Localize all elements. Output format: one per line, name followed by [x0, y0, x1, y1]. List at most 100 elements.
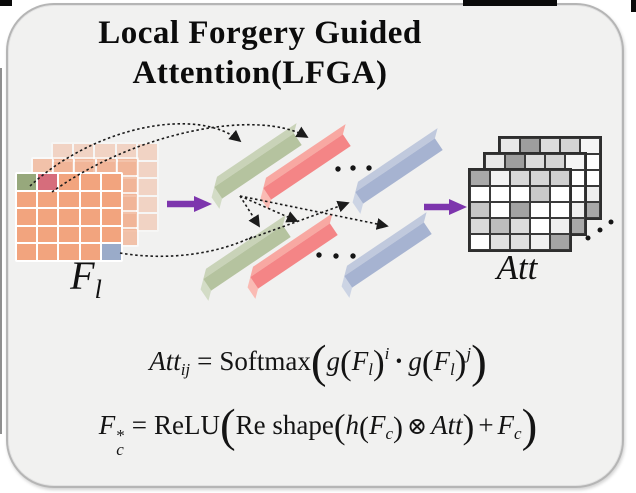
title-line-1: Local Forgery Guided: [98, 15, 422, 51]
feature-cell: [80, 244, 100, 260]
feature-cell: [53, 144, 73, 160]
eq1-open-paren: (: [310, 336, 327, 389]
attention-cell: [565, 154, 585, 170]
eq1-sub-ij: ij: [180, 360, 191, 379]
eq2-paren: ): [462, 407, 475, 447]
eq2-close-paren: ): [521, 400, 538, 453]
eq1-sup-i: i: [384, 344, 390, 363]
vector-bar-green-top: [211, 123, 302, 209]
relation-arrows: [29, 123, 389, 258]
attention-cell: [530, 186, 550, 202]
feature-cell: [80, 191, 100, 208]
ellipsis-dots-bottom: [316, 252, 356, 259]
attention-cell: [490, 218, 510, 234]
flow-arrow-bars-to-att: [424, 199, 467, 215]
eq2-sub-c: c: [116, 440, 124, 459]
eq2-otimes: ⊗: [407, 414, 428, 440]
eq1-g1: g: [326, 346, 341, 376]
eq1-F2: F: [433, 346, 451, 376]
feature-cell: [38, 244, 58, 260]
arrow-fan-2: [239, 195, 299, 223]
eq1-paren: (: [340, 343, 352, 383]
eq2-sub-c3: c: [514, 424, 522, 443]
vector-bar-blue-top: [352, 128, 443, 214]
eq1-att: Att: [149, 346, 181, 376]
eq1-g2: g: [408, 346, 422, 376]
attention-cell: [490, 186, 510, 202]
attention-cell: [490, 234, 510, 250]
vector-bar-red-bottom: [247, 213, 338, 299]
feature-cell: [137, 214, 157, 230]
eq2-relu: ReLU: [153, 410, 220, 440]
feature-cell: [17, 244, 37, 260]
fl-label-symbol: F: [70, 253, 95, 298]
eq1-sub-l1: l: [368, 360, 373, 379]
feature-cell: [95, 144, 115, 160]
eq2-paren: (: [333, 407, 346, 447]
feature-cell: [17, 209, 37, 225]
attention-map-layer-front: [468, 168, 572, 252]
attention-cell: [490, 202, 510, 218]
attention-cell: [550, 186, 570, 202]
arrow-fan-1: [239, 195, 260, 228]
attention-cell: [510, 186, 530, 202]
feature-cell: [137, 179, 157, 195]
eq2-h: h: [345, 410, 360, 440]
ellipsis-dots-att: [585, 219, 614, 241]
feature-cell: [38, 174, 58, 190]
eq2-F: F: [98, 410, 116, 440]
eq2-open-paren: (: [219, 400, 236, 453]
arrow-greencell-to-greenbar: [29, 123, 242, 187]
attention-cell: [470, 186, 490, 202]
attention-cell: [530, 202, 550, 218]
attention-cell: [470, 202, 490, 218]
feature-cell: [80, 209, 100, 225]
module-title: Local Forgery Guided Attention(LFGA): [0, 13, 520, 93]
feature-cell: [38, 209, 58, 225]
feature-cell: [33, 159, 53, 175]
eq1-paren: (: [421, 343, 434, 383]
arrow-bluecell-curve: [119, 235, 255, 258]
feature-cell: [80, 226, 100, 243]
feature-cell: [101, 209, 121, 225]
equation-attention: Attij=Softmax(g(Fl)i·g(Fl)j): [0, 330, 636, 392]
arrow-fan-3: [248, 200, 350, 240]
vector-bar-blue-bottom: [341, 212, 432, 298]
eq1-paren: ): [372, 343, 385, 383]
eq2-Fc2: F: [497, 410, 515, 440]
feature-cell: [117, 159, 137, 175]
attention-cell: [550, 170, 570, 186]
attention-cell: [550, 234, 570, 250]
feature-cell: [59, 191, 79, 208]
feature-cell: [137, 144, 157, 160]
attention-cell: [470, 218, 490, 234]
eq1-sub-l2: l: [450, 360, 455, 379]
attention-cell: [510, 234, 530, 250]
eq2-att: Att: [431, 410, 463, 440]
crop-artifact-top-left: [0, 0, 12, 6]
equation-output: F*c=ReLU(Re shape(h(Fc)⊗Att)+Fc): [0, 396, 636, 459]
attention-cell: [580, 138, 600, 154]
eq2-F-supsub: *c: [116, 426, 125, 459]
crop-artifact-top-bar: [463, 0, 557, 6]
feature-cell: [116, 144, 136, 160]
arrow-redcell-to-redbar: [51, 123, 309, 193]
attention-cell: [510, 170, 530, 186]
eq1-equals: =: [197, 346, 213, 376]
feature-cell: [137, 161, 157, 178]
feature-cell: [74, 144, 94, 160]
eq2-reshape: Re shape: [235, 410, 334, 440]
eq2-equals: =: [131, 410, 147, 440]
attention-cell: [490, 170, 510, 186]
title-line-2: Attention(LFGA): [132, 55, 388, 91]
eq2-sub-c2: c: [385, 424, 394, 443]
feature-cell: [80, 174, 100, 190]
attention-cell: [550, 218, 570, 234]
eq2-star: *: [116, 426, 125, 445]
crop-artifact-top-right: [631, 0, 636, 12]
feature-cell: [101, 191, 121, 208]
attention-cell: [530, 218, 550, 234]
feature-cell: [17, 226, 37, 243]
attention-cell: [510, 202, 530, 218]
